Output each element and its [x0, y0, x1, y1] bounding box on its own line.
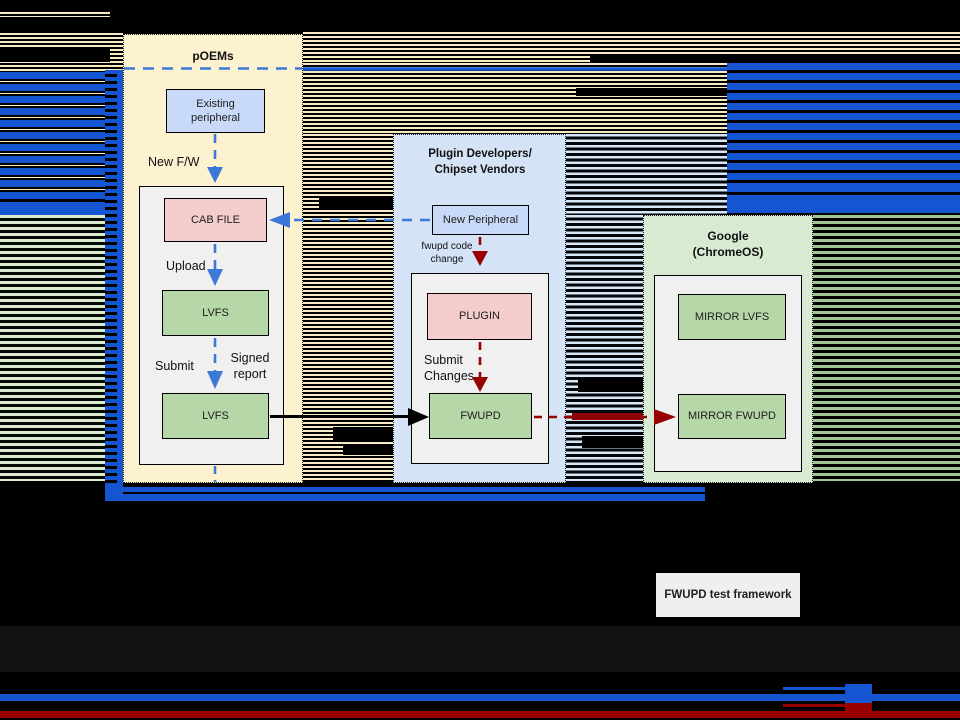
glitch-black-blob-a [319, 198, 395, 210]
edge-label-signed-report: Signed report [230, 351, 270, 381]
glitch-stripe-fragment-topleft [0, 12, 110, 17]
edge-label-submit-changes: Submit Changes [424, 353, 475, 383]
node-fwupd-label: FWUPD [460, 409, 501, 422]
glitch-stripe-blue-right [727, 63, 960, 188]
glitch-black-blob-b [333, 427, 395, 441]
glitch-stripe-blue-left [0, 72, 105, 200]
node-lvfs-upload: LVFS [162, 290, 269, 336]
glitch-blue-block-small [845, 684, 872, 703]
node-lvfs-submit-label: LVFS [202, 409, 229, 422]
edge-label-fwupd-code-change: fwupd code change [421, 241, 473, 265]
panel-google-title: Google (ChromeOS) [692, 229, 764, 260]
glitch-bottom-blue-bar-2 [105, 494, 705, 501]
node-plugin-label: PLUGIN [459, 310, 500, 323]
glitch-stripe-green-right [813, 215, 960, 481]
glitch-black-blob-c [343, 444, 395, 455]
node-lvfs-submit: LVFS [162, 393, 269, 439]
node-new-peripheral: New Peripheral [432, 205, 529, 235]
node-new-peripheral-label: New Peripheral [442, 213, 519, 226]
glitch-stripe-green-left [0, 215, 105, 481]
node-cab-file: CAB FILE [164, 198, 267, 242]
glitch-red-block-small [845, 703, 872, 717]
node-existing-peripheral-label: Existing peripheral [191, 97, 240, 124]
glitch-blue-fullwidth-bar [0, 694, 960, 701]
glitch-blue-band-left [0, 202, 123, 215]
edge-label-new-fw: New F/W [148, 155, 200, 169]
glitch-red-line-small [783, 704, 850, 707]
glitch-black-blob-e [582, 436, 643, 448]
panel-plugin-developers-title: Plugin Developers/ Chipset Vendors [428, 148, 532, 176]
edge-label-upload: Upload [166, 259, 206, 273]
glitch-stripe-lightblue-a [566, 134, 727, 215]
node-mirror-fwupd: MIRROR FWUPD [678, 394, 786, 439]
glitch-stripe-tan-mid [303, 63, 727, 134]
node-mirror-lvfs: MIRROR LVFS [678, 294, 786, 340]
glitch-black-blob-top [590, 54, 960, 63]
node-fwupd-test-framework: FWUPD test framework [656, 573, 800, 617]
glitch-bottom-blue-bar-1 [105, 487, 705, 492]
node-plugin: PLUGIN [427, 293, 532, 340]
glitch-blue-line-small [783, 687, 850, 690]
node-existing-peripheral: Existing peripheral [166, 89, 265, 133]
glitch-dark-band [0, 626, 960, 672]
node-fwupd-test-framework-label: FWUPD test framework [664, 588, 792, 601]
glitch-black-band-left [0, 48, 110, 62]
node-cab-file-label: CAB FILE [191, 213, 240, 226]
node-lvfs-upload-label: LVFS [202, 306, 229, 319]
edge-label-submit: Submit [155, 359, 194, 373]
node-fwupd: FWUPD [429, 393, 532, 439]
panel-poems-title: pOEMs [192, 49, 234, 63]
glitch-red-fullwidth-bar [0, 711, 960, 718]
glitch-stripe-tan-low [300, 134, 395, 481]
node-mirror-lvfs-label: MIRROR LVFS [694, 310, 770, 323]
glitch-blue-vertical-bar [105, 70, 123, 501]
glitch-blue-band-right [725, 188, 960, 213]
glitch-black-blob-d [578, 377, 643, 392]
node-mirror-fwupd-label: MIRROR FWUPD [688, 410, 776, 423]
